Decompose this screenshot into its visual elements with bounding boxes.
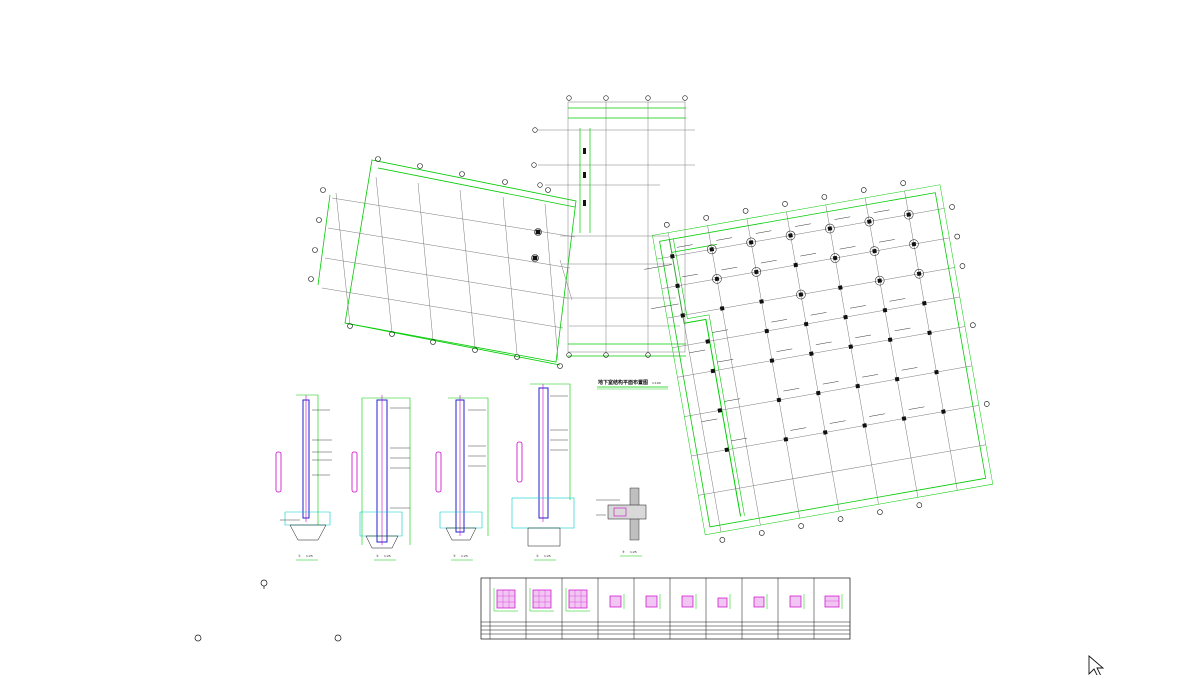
detail-scale-2: 1:25 xyxy=(384,554,391,558)
detail-label-5: ⑤ xyxy=(622,550,625,554)
detail-scale-4: 1:25 xyxy=(544,554,551,558)
detail-label-4: ④ xyxy=(536,554,539,558)
plan-title: 地下室结构平面布置图 xyxy=(598,379,648,386)
left-plan xyxy=(308,156,577,369)
right-plan xyxy=(644,180,994,543)
section-details: ① 1:25 ② 1:25 xyxy=(275,383,647,561)
detail-label-2: ② xyxy=(376,554,379,558)
detail-scale-1: 1:25 xyxy=(306,554,313,558)
detail-label-3: ③ xyxy=(453,554,456,558)
detail-3: ③ 1:25 xyxy=(435,395,489,561)
detail-1: ① 1:25 xyxy=(275,394,332,561)
detail-scale-5: 1:25 xyxy=(630,550,637,554)
mouse-cursor-icon xyxy=(1088,655,1105,675)
detail-scale-3: 1:25 xyxy=(461,554,468,558)
detail-4: ④ 1:25 xyxy=(511,383,575,561)
detail-label-1: ① xyxy=(298,554,301,558)
detail-5: ⑤ 1:25 xyxy=(596,487,647,557)
detail-2: ② 1:25 xyxy=(351,395,411,561)
plan-scale: 1:100 xyxy=(652,381,661,385)
stray-markers xyxy=(194,579,342,642)
middle-plan: 地下室结构平面布置图 1:100 xyxy=(531,95,695,390)
column-schedule-table xyxy=(480,577,851,640)
